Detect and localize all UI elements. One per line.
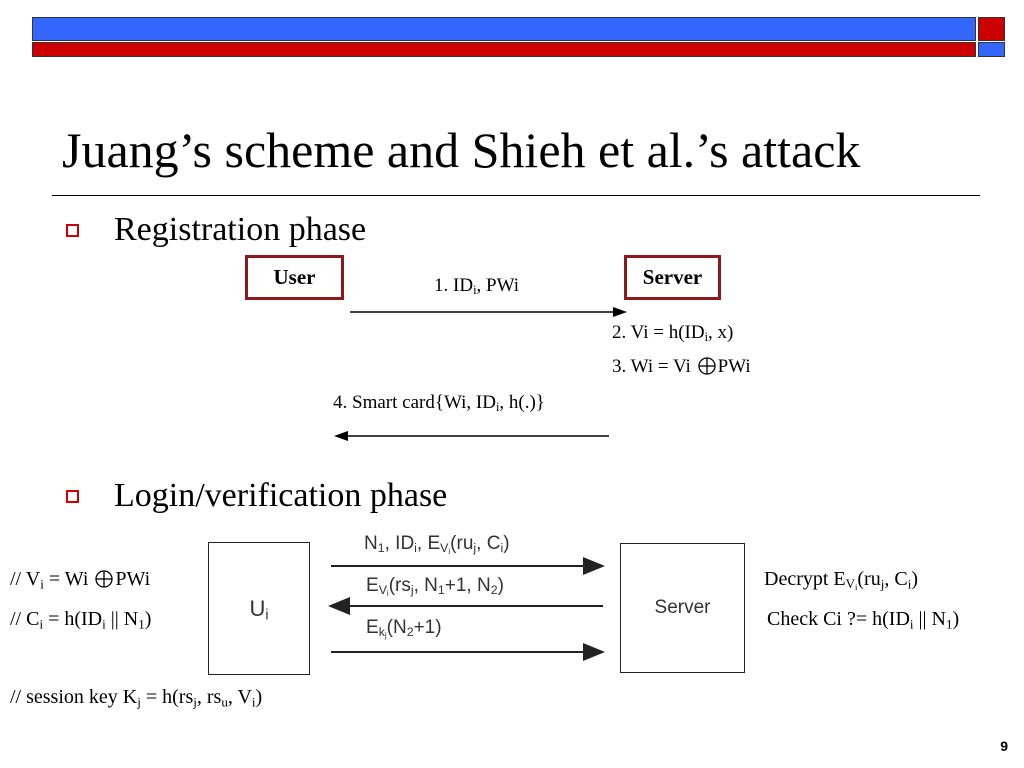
login-user-node: Ui	[208, 542, 310, 675]
registration-arrow-to-user	[334, 431, 609, 441]
login-message-1: N1, IDi, EVi(ruj, Ci)	[364, 533, 510, 557]
registration-heading: Registration phase	[114, 211, 367, 248]
registration-message-1: 1. IDi, PWi	[434, 275, 520, 298]
registration-step-2: 2. Vi = h(IDi, x)	[612, 322, 734, 345]
login-right-note-1: Decrypt EVi(ruj, Ci)	[764, 568, 918, 593]
login-arrow-1	[331, 557, 605, 575]
header-blue-square	[978, 42, 1005, 57]
login-user-label: Ui	[249, 595, 269, 624]
registration-user-node: User	[245, 255, 344, 300]
registration-server-label: Server	[642, 265, 703, 289]
header-red-square	[978, 17, 1005, 41]
registration-step-3: 3. Wi = Vi PWi	[612, 356, 751, 377]
xor-icon	[697, 357, 716, 375]
login-left-note-2: // Ci = h(IDi || N1)	[10, 608, 152, 632]
registration-arrow-to-server	[350, 307, 627, 317]
bullet-square-icon	[66, 490, 79, 503]
registration-server-node: Server	[624, 255, 721, 300]
login-left-note-1: // Vi = Wi PWi	[10, 568, 151, 592]
login-arrow-2	[328, 597, 603, 615]
header-red-bar	[32, 42, 976, 57]
login-arrow-3	[331, 643, 605, 661]
bullet-square-icon	[66, 224, 79, 237]
login-message-3: Ekj(N2+1)	[366, 617, 442, 641]
registration-user-label: User	[273, 265, 316, 289]
title-divider	[52, 195, 980, 196]
login-message-2: EVi(rsj, N1+1, N2)	[366, 575, 504, 599]
slide-title: Juang’s scheme and Shieh et al.’s attack	[62, 122, 861, 178]
xor-icon	[95, 570, 114, 588]
login-right-note-2: Check Ci ?= h(IDi || N1)	[767, 608, 960, 632]
login-heading: Login/verification phase	[114, 477, 448, 514]
session-key-note: // session key Kj = h(rsj, rsu, Vi)	[10, 686, 263, 710]
header-blue-bar	[32, 17, 976, 41]
login-server-label: Server	[654, 597, 711, 618]
page-number: 9	[1000, 738, 1008, 754]
registration-message-4: 4. Smart card{Wi, IDi, h(.)}	[333, 392, 545, 415]
login-server-node: Server	[620, 543, 745, 673]
